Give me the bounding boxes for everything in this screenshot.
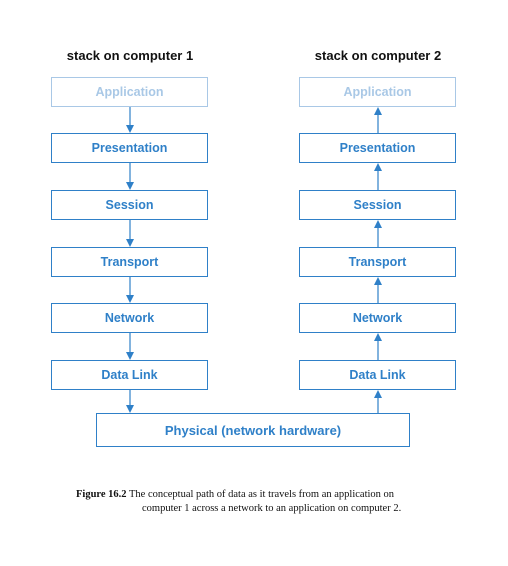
left-session-layer: Session [51, 190, 208, 220]
left-application-layer: Application [51, 77, 208, 107]
stack-title-computer-1: stack on computer 1 [66, 48, 194, 63]
left-transport-layer: Transport [51, 247, 208, 277]
right-network-layer: Network [299, 303, 456, 333]
right-data-link-layer: Data Link [299, 360, 456, 390]
stack-title-computer-2: stack on computer 2 [314, 48, 442, 63]
physical-layer: Physical (network hardware) [96, 413, 410, 447]
right-presentation-layer: Presentation [299, 133, 456, 163]
left-network-layer: Network [51, 303, 208, 333]
left-presentation-layer: Presentation [51, 133, 208, 163]
right-transport-layer: Transport [299, 247, 456, 277]
caption-line-2: computer 1 across a network to an applic… [142, 503, 402, 514]
right-session-layer: Session [299, 190, 456, 220]
figure-caption: Figure 16.2 The conceptual path of data … [76, 488, 456, 516]
figure-label: Figure 16.2 [76, 489, 127, 500]
right-application-layer: Application [299, 77, 456, 107]
caption-line-1: The conceptual path of data as it travel… [129, 489, 395, 500]
left-data-link-layer: Data Link [51, 360, 208, 390]
